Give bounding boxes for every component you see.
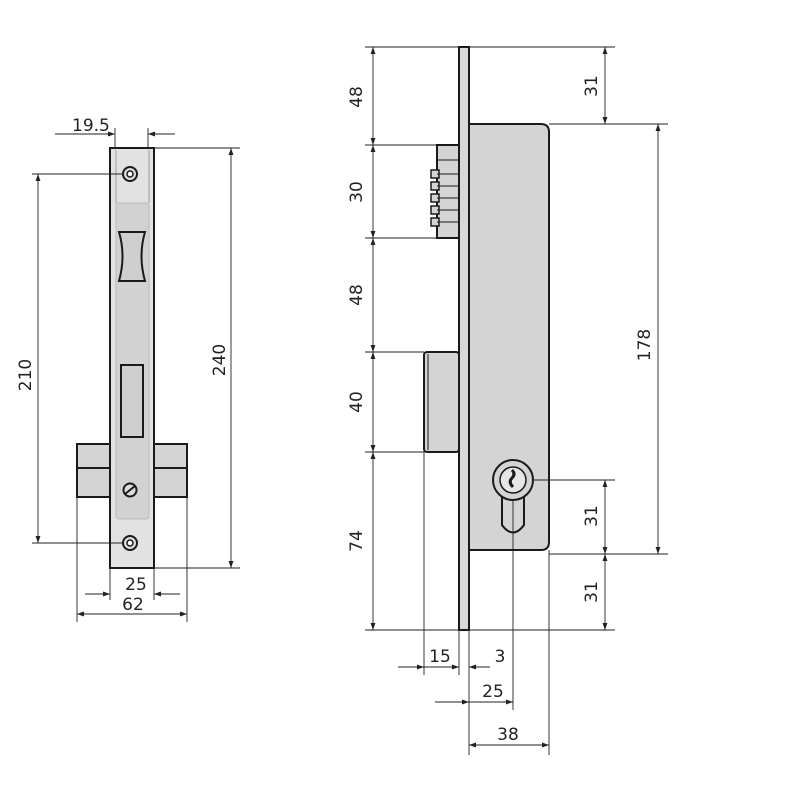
dim-48-top: 48 [347,86,367,108]
side-faceplate [458,46,470,631]
dim-3: 3 [495,647,506,667]
latch-comb [430,144,460,239]
dim-25-backset: 25 [482,682,504,702]
dim-25: 25 [125,575,147,595]
dim-31-cylinder: 31 [582,505,602,527]
screw-slot-icon [122,482,138,498]
dim-19-5: 19.5 [72,116,110,136]
dim-40: 40 [347,391,367,413]
dim-62: 62 [122,595,144,615]
lock-case [468,123,550,551]
front-view: 19.5 240 210 25 62 [16,116,240,622]
side-view: 48 30 48 40 74 31 178 31 31 [347,46,668,755]
dim-31-bottom: 31 [582,581,602,603]
screw-hole-top-icon [122,166,138,182]
bolt-slot [120,364,144,438]
dim-48-mid: 48 [347,284,367,306]
dim-210: 210 [16,359,36,391]
dim-15: 15 [429,647,451,667]
dim-31-top: 31 [582,75,602,97]
dim-240: 240 [210,344,230,376]
deadbolt [423,351,460,453]
dim-178: 178 [635,329,655,361]
latch-slot [117,231,147,282]
dim-38: 38 [497,725,519,745]
dim-30: 30 [347,181,367,203]
screw-hole-bottom-icon [122,535,138,551]
dim-74: 74 [347,530,367,552]
